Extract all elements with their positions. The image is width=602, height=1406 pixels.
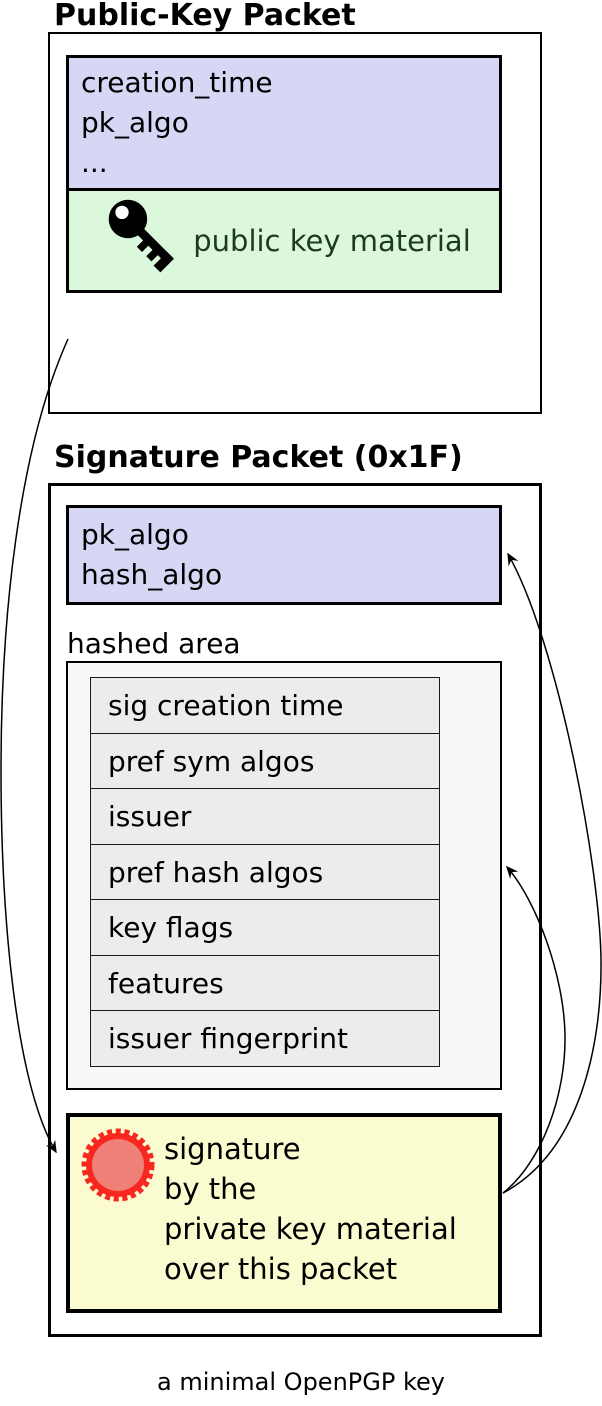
seal-icon [78, 1124, 158, 1210]
key-icon [105, 197, 179, 285]
diagram-caption: a minimal OpenPGP key [157, 1368, 445, 1396]
signature-value-box: signature by the private key material ov… [66, 1113, 502, 1313]
subpacket-table: sig creation time pref sym algos issuer … [90, 677, 440, 1067]
signature-description: signature by the private key material ov… [164, 1129, 457, 1289]
signature-header-fields: pk_algo hash_algo [66, 505, 502, 605]
subpacket-row-sig-creation-time: sig creation time [90, 677, 440, 734]
hashed-area-box: sig creation time pref sym algos issuer … [66, 661, 502, 1090]
public-key-material-section: public key material [69, 188, 499, 290]
public-key-fields-box: creation_time pk_algo ... [66, 55, 502, 293]
field-creation-time: creation_time [81, 66, 273, 99]
signature-packet-title: Signature Packet (0x1F) [54, 440, 463, 475]
field-sig-pk-algo: pk_algo [81, 518, 189, 551]
subpacket-row-pref-hash-algos: pref hash algos [90, 843, 440, 901]
signature-line-4: over this packet [164, 1252, 398, 1286]
field-sig-hash-algo: hash_algo [81, 558, 223, 591]
subpacket-row-issuer: issuer [90, 788, 440, 845]
public-key-header-fields: creation_time pk_algo ... [69, 58, 499, 188]
subpacket-row-features: features [90, 954, 440, 1012]
subpacket-row-key-flags: key flags [90, 899, 440, 956]
subpacket-row-pref-sym-algos: pref sym algos [90, 732, 440, 790]
field-pk-algo: pk_algo [81, 106, 189, 139]
signature-line-3: private key material [164, 1212, 457, 1246]
signature-line-2: by the [164, 1172, 257, 1206]
subpacket-row-issuer-fingerprint: issuer fingerprint [90, 1010, 440, 1067]
public-key-material-label: public key material [193, 223, 471, 258]
field-ellipsis: ... [81, 146, 108, 179]
hashed-area-label: hashed area [67, 627, 241, 660]
public-key-packet-title: Public-Key Packet [54, 0, 356, 33]
signature-line-1: signature [164, 1132, 301, 1166]
